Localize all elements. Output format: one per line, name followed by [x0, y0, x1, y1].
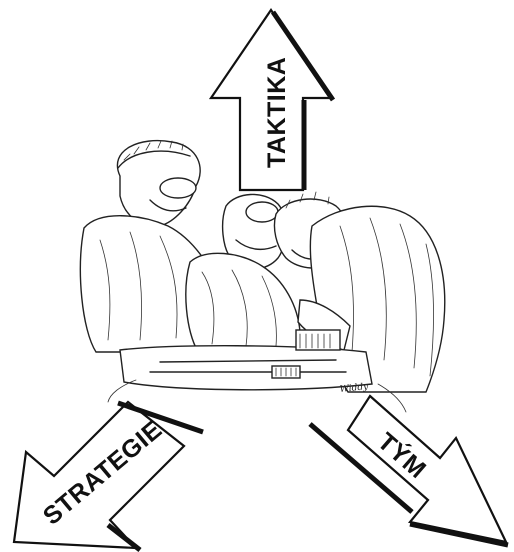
arrow-down-left: STRATEGIE — [12, 400, 204, 552]
arrow-down-right-shadow-head — [409, 521, 509, 548]
middle-surgeon — [185, 193, 301, 353]
arrow-down-right-shadow-shaft — [308, 422, 414, 514]
artist-signature: Widdy — [339, 382, 369, 395]
arrow-down-right-shape — [346, 394, 508, 544]
surgeons-illustration: Widdy — [79, 140, 446, 413]
arrow-up-shadow-head — [270, 10, 336, 102]
arrow-down-right: TÝM — [308, 394, 509, 548]
arrow-up-label: TAKTIKA — [263, 57, 291, 168]
arrow-up: TAKTIKA — [208, 8, 336, 192]
arrow-down-left-shadow-head — [106, 523, 142, 552]
arrow-down-left-shadow-shaft — [117, 400, 204, 435]
operating-table — [107, 329, 407, 413]
